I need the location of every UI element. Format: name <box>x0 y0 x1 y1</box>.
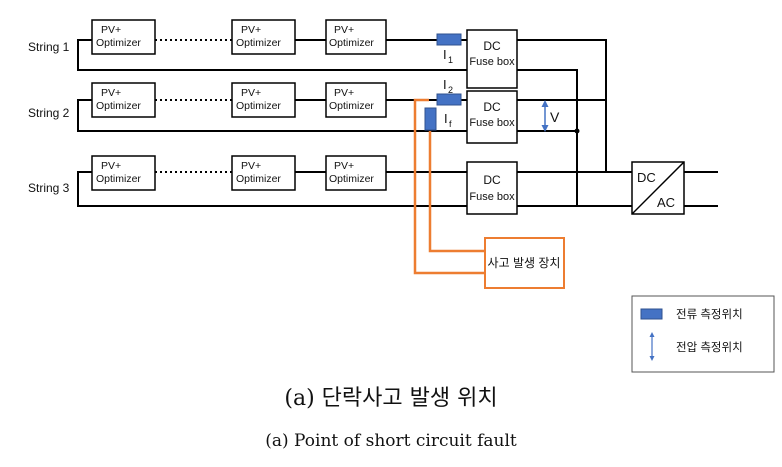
module-label-bottom: Optimizer <box>329 100 374 112</box>
i2-subscript: 2 <box>448 85 453 95</box>
junction-dot <box>574 128 580 134</box>
string-1-label: String 1 <box>28 40 70 54</box>
fuse-box-label-bottom: Fuse box <box>469 191 515 203</box>
fault-wiring <box>413 98 485 275</box>
if-subscript: f <box>449 119 452 129</box>
fault-device-label: 사고 발생 장치 <box>488 256 561 270</box>
fuse-box-label-top: DC <box>483 39 501 53</box>
module-s1-1: PV+ Optimizer <box>91 19 156 55</box>
legend-current-swatch <box>640 308 663 320</box>
i2-label: I <box>443 77 447 92</box>
module-s1-3: PV+ Optimizer <box>325 19 387 55</box>
fuse-box-label-bottom: Fuse box <box>469 117 515 129</box>
current-sensor-fault <box>424 107 437 131</box>
string-2-wiring <box>77 99 606 132</box>
legend-arrow-head-down <box>649 356 655 361</box>
fuse-box-2: DC Fuse box <box>466 90 518 144</box>
fuse-box-label-top: DC <box>483 173 501 187</box>
voltage-label: V <box>550 109 560 125</box>
module-label-top: PV+ <box>241 24 261 36</box>
fault-device-box <box>484 237 565 289</box>
fuse-box-label-bottom: Fuse box <box>469 56 515 68</box>
fuse-box-3: DC Fuse box <box>466 161 518 215</box>
current-sensor-1 <box>436 33 462 46</box>
module-s2-2: PV+ Optimizer <box>231 82 296 118</box>
module-label-top: PV+ <box>334 87 354 99</box>
caption-english: (a) Point of short circuit fault <box>265 431 517 451</box>
fuse-box-label-top: DC <box>483 100 501 114</box>
module-s3-2: PV+ Optimizer <box>231 155 296 191</box>
fuse-box-1: DC Fuse box <box>466 29 518 89</box>
module-label-bottom: Optimizer <box>236 100 281 112</box>
module-label-top: PV+ <box>334 24 354 36</box>
module-s2-3: PV+ Optimizer <box>325 82 387 118</box>
module-s3-1: PV+ Optimizer <box>91 155 156 191</box>
module-s2-1: PV+ Optimizer <box>91 82 156 118</box>
module-label-bottom: Optimizer <box>329 173 374 185</box>
string-3-label: String 3 <box>28 181 70 195</box>
module-s1-2: PV+ Optimizer <box>231 19 296 55</box>
legend-box <box>631 295 775 373</box>
string-3-wiring <box>77 131 718 207</box>
legend: 전류 측정위치 전압 측정위치 <box>631 295 775 373</box>
i1-subscript: 1 <box>448 55 453 65</box>
module-label-top: PV+ <box>101 87 121 99</box>
modules: PV+ Optimizer PV+ Optimizer PV+ Optimize… <box>91 19 387 191</box>
module-label-top: PV+ <box>101 24 121 36</box>
module-label-bottom: Optimizer <box>236 173 281 185</box>
caption-korean: (a) 단락사고 발생 위치 <box>284 386 497 411</box>
if-label: I <box>444 111 448 126</box>
module-s3-3: PV+ Optimizer <box>325 155 387 191</box>
module-label-top: PV+ <box>241 87 261 99</box>
module-label-top: PV+ <box>101 160 121 172</box>
module-label-bottom: Optimizer <box>329 37 374 49</box>
legend-current-label: 전류 측정위치 <box>676 308 743 321</box>
module-label-bottom: Optimizer <box>96 100 141 112</box>
voltage-arrow <box>541 100 549 132</box>
legend-voltage-label: 전압 측정위치 <box>676 341 743 354</box>
module-label-top: PV+ <box>334 160 354 172</box>
module-label-bottom: Optimizer <box>96 37 141 49</box>
module-label-bottom: Optimizer <box>96 173 141 185</box>
string-1-wiring <box>77 39 632 173</box>
module-label-top: PV+ <box>241 160 261 172</box>
legend-arrow-head-up <box>649 332 655 337</box>
inverter-ac-label: AC <box>657 195 675 210</box>
current-sensor-2 <box>436 93 462 106</box>
inverter-dc-label: DC <box>637 170 656 185</box>
inverter: DC AC <box>631 161 685 215</box>
i1-label: I <box>443 47 447 62</box>
string-2-label: String 2 <box>28 106 70 120</box>
module-label-bottom: Optimizer <box>236 37 281 49</box>
